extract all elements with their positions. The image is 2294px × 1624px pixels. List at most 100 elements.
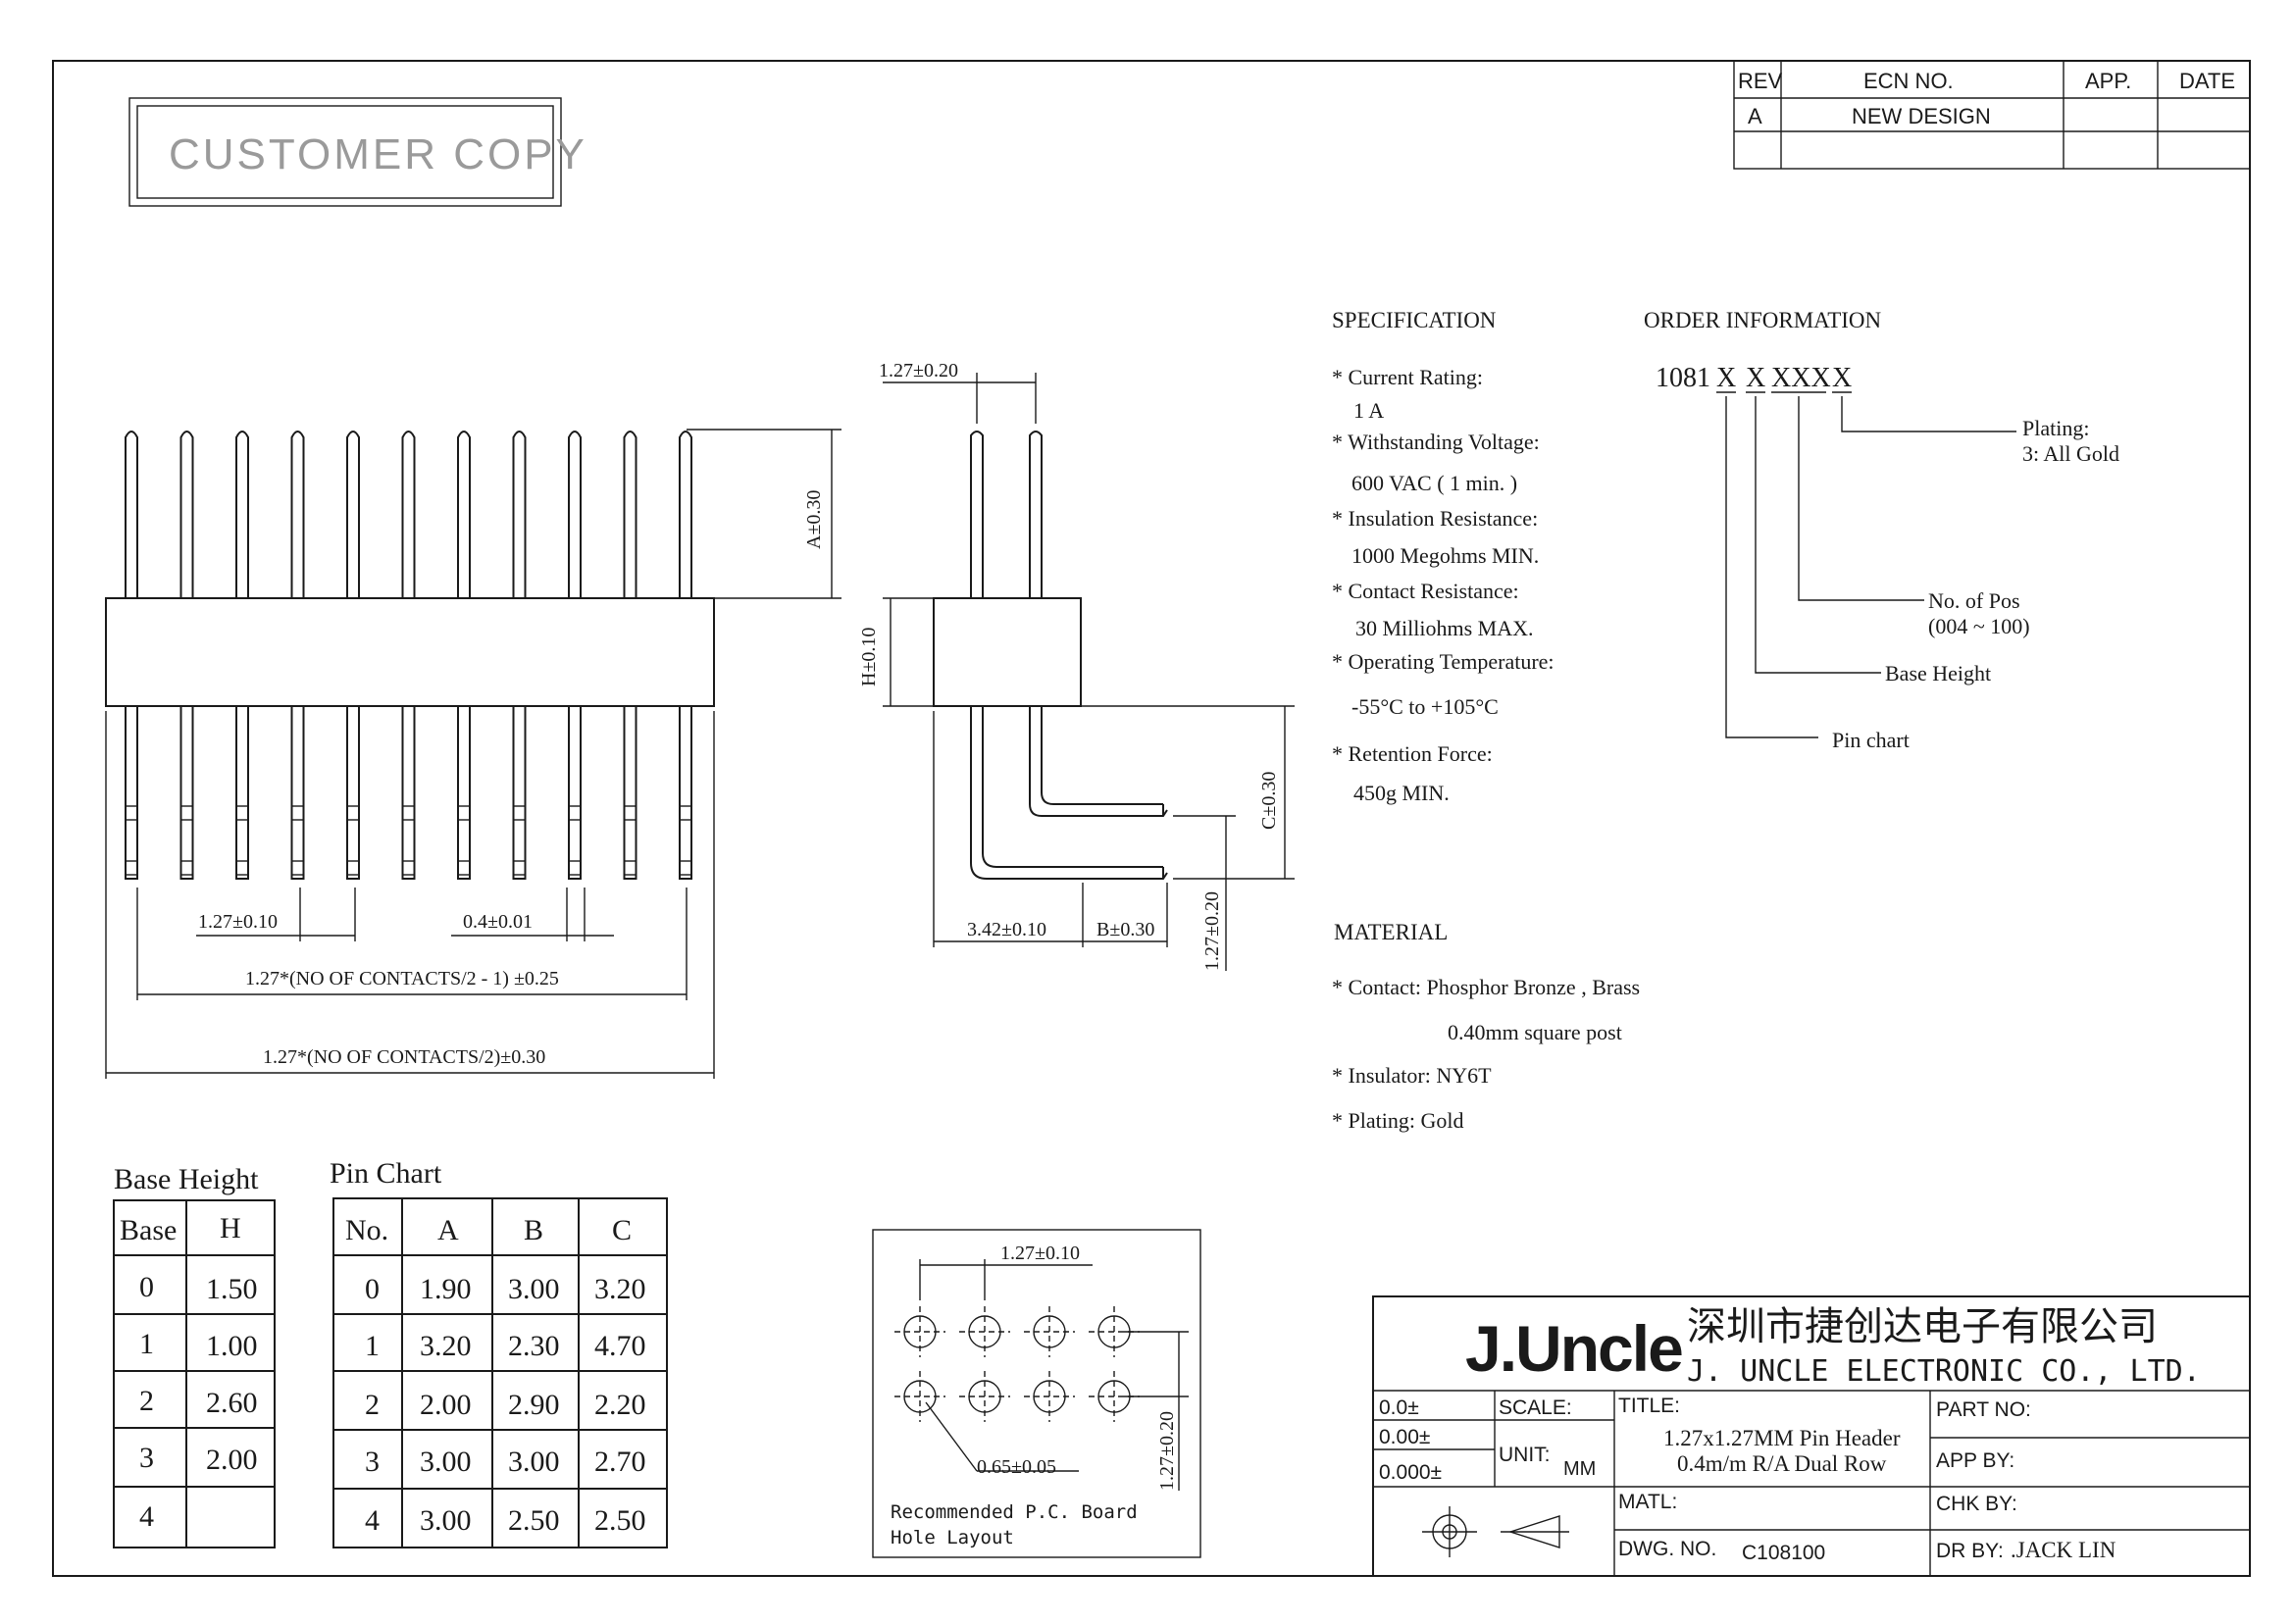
front-pin [401,431,416,880]
h-row-2: 2.60 [206,1387,258,1419]
pin-chart-cell: 3.00 [420,1446,472,1478]
title-line-2: 0.4m/m R/A Dual Row [1677,1451,1887,1476]
dr-by-value: .JACK LIN [2011,1538,2116,1562]
pin-chart-cell: 3 [365,1446,380,1478]
base-header: Base [120,1214,177,1246]
material-contact: * Contact: Phosphor Bronze , Brass [1332,975,1640,999]
spec-temp-label: * Operating Temperature: [1332,649,1555,674]
order-code-pin: X [1716,363,1736,393]
order-pos-label: No. of Pos [1928,588,2020,613]
spec-voltage-value: 600 VAC ( 1 min. ) [1351,471,1517,495]
company-name-cn: 深圳市捷创达电子有限公司 [1687,1305,2158,1348]
side-dim-342: 3.42±0.10 [967,919,1046,940]
date-header: DATE [2179,69,2235,93]
stamp-text: CUSTOMER COPY [169,130,587,178]
order-plating-value: 3: All Gold [2022,441,2119,466]
order-pos-range: (004 ~ 100) [1928,614,2030,638]
front-pin [346,431,360,880]
material-block: MATERIAL * Contact: Phosphor Bronze , Br… [1332,920,1640,1133]
title-line-1: 1.27x1.27MM Pin Header [1663,1426,1901,1450]
pin-chart-cell: 2.30 [508,1330,560,1362]
company-logo: J.Uncle [1465,1312,1682,1385]
spec-retention-value: 450g MIN. [1353,781,1450,805]
pin-chart-cell: 3.00 [508,1446,560,1478]
h-header: H [220,1212,241,1244]
pin-chart-cell: 2.70 [594,1446,646,1478]
front-pin [125,431,138,880]
pin-chart-cell: 4.70 [594,1330,646,1362]
pcb-dim-pitch-v: 1.27±0.20 [1156,1411,1178,1491]
front-pin [235,431,249,880]
pin-chart-cell: 3.20 [420,1330,472,1362]
front-pin [623,431,637,880]
dwg-label: DWG. NO. [1618,1538,1716,1560]
order-information-block: ORDER INFORMATION 1081 X X XXX X Plating… [1644,308,2119,752]
pcb-dim-pitch-h: 1.27±0.10 [1000,1243,1080,1264]
spec-temp-value: -55°C to +105°C [1351,694,1499,719]
front-pin [512,431,527,880]
pcb-hole [894,1371,945,1422]
pcb-caption-1: Recommended P.C. Board [891,1501,1138,1523]
order-title: ORDER INFORMATION [1644,308,1882,332]
h-row-1: 1.00 [206,1330,258,1362]
pcb-holes [894,1306,1140,1422]
front-pin [179,431,194,880]
specification-block: SPECIFICATION * Current Rating: 1 A * Wi… [1332,308,1555,805]
ecn-header: ECN NO. [1863,69,1954,93]
front-pin [568,431,582,880]
pin-chart-cell: 2.00 [420,1389,472,1421]
front-view: 1.27±0.10 0.4±0.01 1.27*(NO OF CONTACTS/… [105,429,841,1079]
h-row-0: 1.50 [206,1273,258,1305]
side-view: 1.27±0.20 A±0.30 H±0.10 C±0.30 1.27±0.20… [803,360,1295,971]
order-code-plating: X [1832,363,1852,393]
pcb-caption-2: Hole Layout [891,1527,1014,1548]
pin-chart-cell: 3.00 [420,1504,472,1537]
pcb-hole [1024,1306,1075,1357]
front-dim-span: 1.27*(NO OF CONTACTS/2 - 1) ±0.25 [245,968,559,990]
app-by-label: APP BY: [1936,1449,2014,1472]
front-dim-pitch: 1.27±0.10 [198,911,278,933]
pcb-hole-layout: 1.27±0.10 1.27±0.20 0.65±0.05 Recommende… [872,1229,1201,1558]
customer-copy-stamp: CUSTOMER COPY [128,97,587,207]
order-plating-label: Plating: [2022,416,2089,440]
spec-contact-label: * Contact Resistance: [1332,579,1519,603]
matl-label: MATL: [1618,1491,1677,1513]
chk-by-label: CHK BY: [1936,1493,2017,1515]
h-row-3: 2.00 [206,1444,258,1476]
sheet-border [52,60,2251,1577]
pin-chart-cell: 4 [365,1504,380,1537]
pcb-hole [959,1371,1010,1422]
part-no-label: PART NO: [1936,1398,2031,1421]
base-height-table: Base Height Base H 0 1.50 1 1.00 2 2.60 … [113,1163,276,1548]
pcb-dim-hole: 0.65±0.05 [977,1456,1056,1478]
material-contact-sub: 0.40mm square post [1448,1020,1622,1044]
side-dim-a: A±0.30 [803,490,825,549]
spec-insulation-value: 1000 Megohms MIN. [1351,543,1539,568]
no-header: No. [345,1214,388,1246]
spec-insulation-label: * Insulation Resistance: [1332,506,1538,531]
b-header: B [524,1214,543,1246]
app-header: APP. [2085,69,2131,93]
unit-label: UNIT: [1499,1444,1551,1466]
spec-voltage-label: * Withstanding Voltage: [1332,430,1540,454]
title-label: TITLE: [1618,1395,1680,1417]
pin-chart-cell: 3.20 [594,1273,646,1305]
side-dim-c: C±0.30 [1258,772,1280,830]
material-insulator: * Insulator: NY6T [1332,1063,1492,1088]
order-code-pos: XXX [1771,363,1831,393]
pcb-hole [894,1306,945,1357]
tolerance-3: 0.000± [1379,1461,1442,1484]
front-pin [290,431,305,880]
order-pin-chart: Pin chart [1832,728,1910,752]
front-dim-pin: 0.4±0.01 [463,911,533,933]
pin-chart-cell: 1 [365,1330,380,1362]
c-header: C [612,1214,632,1246]
base-row-4: 4 [139,1500,154,1533]
side-insulator-body [933,597,1082,707]
pin-chart-title: Pin Chart [330,1157,442,1190]
pin-chart-cell: 2.50 [594,1504,646,1537]
material-plating: * Plating: Gold [1332,1108,1463,1133]
unit-value: MM [1563,1458,1596,1480]
title-block: J.Uncle 深圳市捷创达电子有限公司 J. UNCLE ELECTRONIC… [1372,1295,2251,1577]
base-height-title: Base Height [114,1163,259,1195]
